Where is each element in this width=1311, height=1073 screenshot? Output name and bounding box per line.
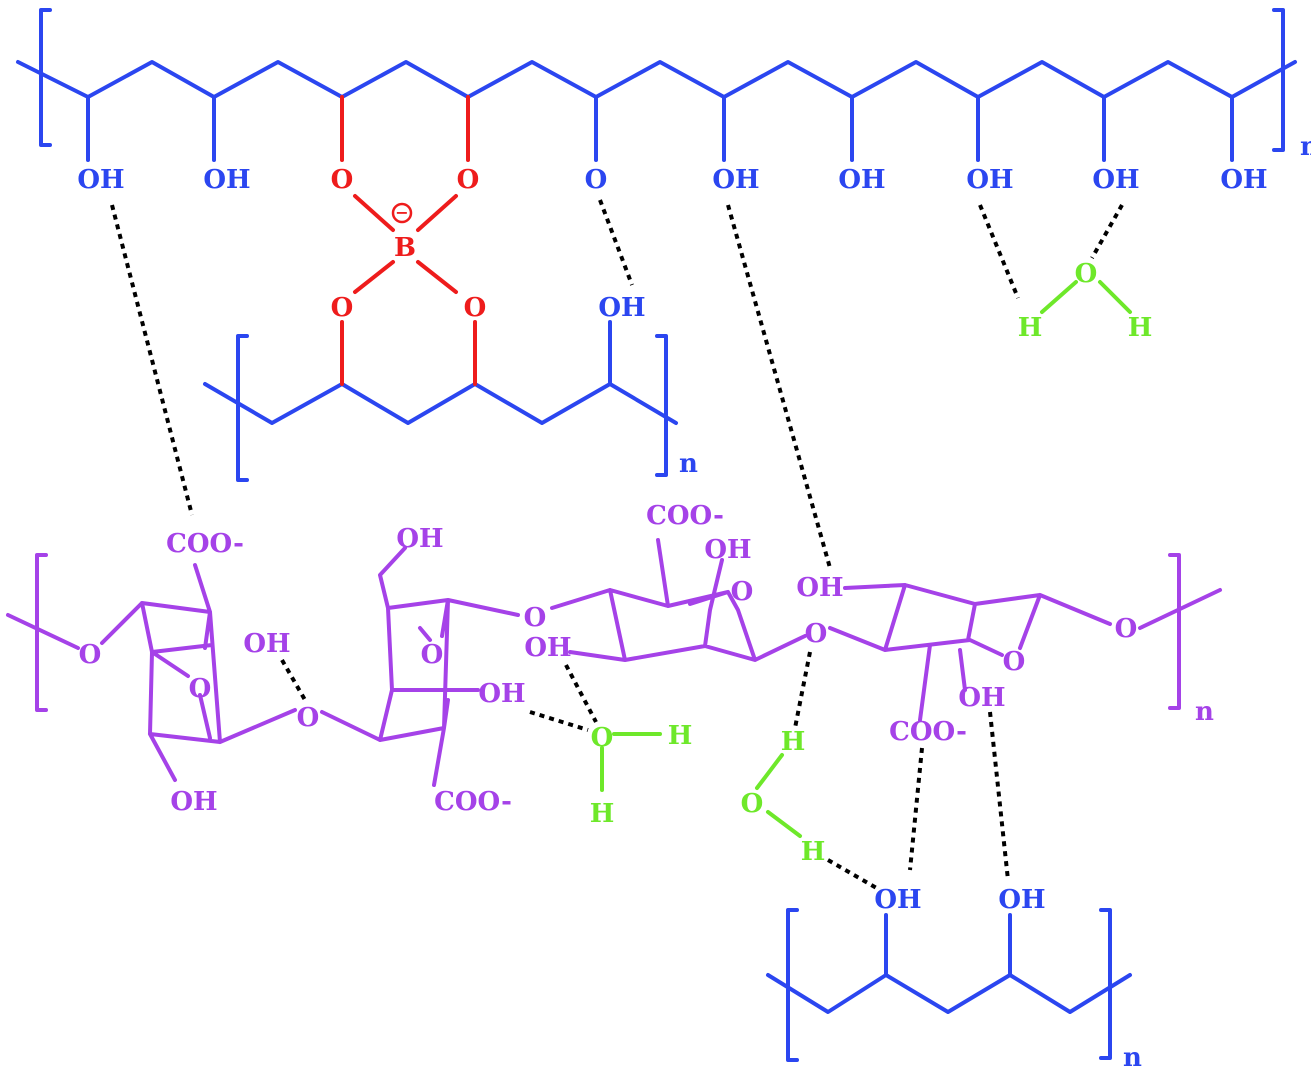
water-2-hydrogen-2: H [590,799,615,829]
hbond-pva-to-alginate-carboxylate [110,204,194,516]
middle-pva-borate-ester-bonds [340,320,477,386]
middle-pva-left-bracket [236,334,249,482]
alginate-hydroxyl-7: OH [796,573,843,603]
middle-pva-hydroxyl: OH [598,293,645,323]
alginate-hydroxyl-6: OH [524,633,571,663]
top-pva-hydroxyl-1: OH [77,165,124,195]
borate-bonds [353,194,458,294]
alginate-hydroxyl-1: OH [243,629,290,659]
alginate-carboxylate-4: COO- [889,717,967,747]
hbond-pva-to-alginate-hydroxyl [726,204,832,569]
alginate-hydroxyl-3: OH [396,524,443,554]
middle-pva-repeat-n: n [679,449,698,479]
hbond-alginate-internal [280,659,307,701]
alginate-carboxylate-2: COO- [434,787,512,817]
hbond-alginate-hydroxyl-to-bottom-pva [988,711,1010,881]
water-molecule-3: H O H [741,727,826,867]
top-pva-hydroxyl-3: OH [712,165,759,195]
water-3-oxygen: O [741,789,764,819]
top-pva-hydroxyl-7: OH [1220,165,1267,195]
bottom-pva-backbone [766,973,1132,1014]
alginate-repeat-n: n [1195,697,1214,727]
water-molecule-2: O H H [590,721,693,829]
borate-ester-oxygen-4: O [464,293,487,323]
hbond-pva-to-water-1-b [1090,204,1124,259]
water-3-bonds [755,753,802,838]
alginate-hydroxyl-4: OH [478,679,525,709]
alginate-ring-3 [550,538,807,662]
hbond-alginate-to-water-2-a [529,710,589,732]
alginate-glycosidic-oxygen-3: O [524,603,547,633]
middle-pva-backbone [203,382,678,425]
alginate-hydroxyl-8: OH [958,683,1005,713]
water-1-hydrogen-2: H [1128,313,1153,343]
top-pva-pendant-bonds [86,95,1234,162]
alginate-ring-2-oxygen: O [421,640,444,670]
alginate-ring-4 [828,583,1112,722]
bottom-pva-hydroxyl-2: OH [998,885,1045,915]
water-2-hydrogen-1: H [668,721,693,751]
alginate-glycosidic-oxygen-4: O [805,619,828,649]
water-3-hydrogen-1: H [781,727,806,757]
hydrogen-bonds [110,199,1124,892]
alginate-ring-1 [6,563,297,782]
middle-pva-right-bracket [655,334,668,477]
top-pva-repeat-n: n [1300,132,1311,162]
top-pva-oxygen: O [585,165,608,195]
bottom-pva-left-bracket [786,908,799,1062]
boron-charge-sign: − [395,203,408,222]
top-pva-hydroxyl-6: OH [1092,165,1139,195]
top-pva-left-bracket [39,8,52,147]
negative-charge-icon [391,202,413,224]
bottom-pva-hydroxyl-1: OH [874,885,921,915]
alginate-glycosidic-oxygen-2: O [297,703,320,733]
alginate-chain: n O O COO- OH OH O OH O OH COO- O COO- O… [6,501,1222,817]
water-1-hydrogen-1: H [1018,313,1043,343]
water-2-bonds [600,732,662,792]
water-molecule-1: O H H [1018,259,1153,343]
bottom-pva-pendant-bonds [884,913,1012,977]
bottom-pva-repeat-n: n [1123,1043,1142,1073]
alginate-left-bracket [35,553,48,712]
top-pva-hydroxyl-4: OH [838,165,885,195]
hbond-pva-oxygen-to-middle-pva [598,199,634,286]
alginate-ring-2 [320,546,520,787]
alginate-carboxylate-3: COO- [646,501,724,531]
water-1-oxygen: O [1075,259,1098,289]
alginate-hydroxyl-5: OH [704,535,751,565]
top-pva-hydroxyl-2: OH [203,165,250,195]
alginate-glycosidic-oxygen-5: O [1115,614,1138,644]
top-pva-hydroxyl-5: OH [966,165,1013,195]
boron-atom: B [394,233,416,263]
bottom-pva-chain: OH OH n [766,885,1142,1073]
water-1-bonds [1040,280,1132,314]
alginate-ring-1-oxygen: O [189,674,212,704]
hbond-alginate-oxygen-to-water-3 [793,651,812,729]
alginate-right-bracket [1168,553,1181,710]
borate-ester-oxygen-1: O [331,165,354,195]
borate-ester-oxygen-2: O [457,165,480,195]
water-2-oxygen: O [591,723,614,753]
top-pva-backbone [16,60,1297,99]
bottom-pva-right-bracket [1099,908,1112,1060]
alginate-ring-4-oxygen: O [1003,647,1026,677]
borate-ester-oxygen-3: O [331,293,354,323]
hbond-pva-to-water-1-a [978,204,1020,299]
hbond-alginate-to-water-2-b [564,664,598,723]
alginate-ring-3-oxygen: O [731,577,754,607]
alginate-chain-end [1138,588,1222,630]
hbond-water-3-to-bottom-pva [827,858,881,892]
alginate-hydroxyl-2: OH [170,787,217,817]
top-pva-chain: n OH OH O O O OH OH OH OH OH [16,8,1311,195]
middle-pva-chain: OH n [203,293,698,482]
borate-crosslink: B − O O [331,194,487,323]
top-pva-borate-ester-bonds [340,95,470,162]
water-3-hydrogen-2: H [801,837,826,867]
top-pva-right-bracket [1272,8,1285,152]
alginate-carboxylate-1: COO- [166,529,244,559]
alginate-glycosidic-oxygen-1: O [79,640,102,670]
hbond-carboxylate-to-bottom-pva [908,747,924,871]
